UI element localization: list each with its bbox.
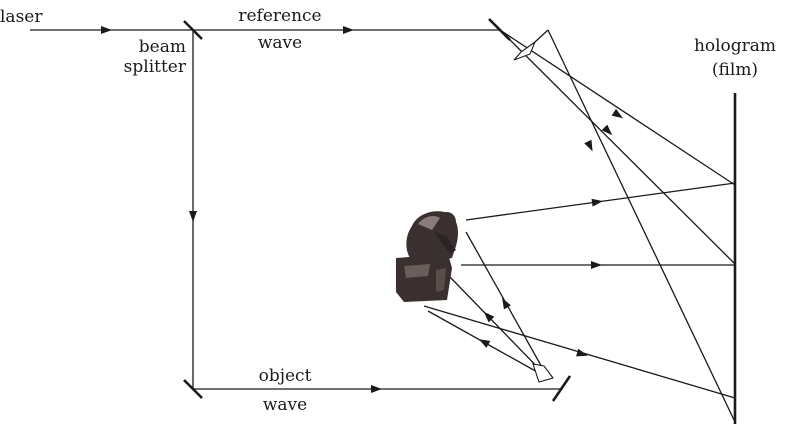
- hologram-label-line2: (film): [712, 60, 758, 80]
- arrow-illumination-2: [478, 339, 491, 348]
- arrow-object-right: [371, 385, 382, 393]
- beam-splitter-label-line2: splitter: [124, 57, 187, 77]
- laser-label: laser: [0, 7, 43, 27]
- reference-ray-upper: [499, 29, 736, 186]
- arrow-laser: [101, 26, 112, 34]
- arrow-object-ray-2: [591, 261, 602, 269]
- hologram-label-line1: hologram: [694, 36, 776, 56]
- object-illumination-ray-1: [448, 275, 549, 379]
- reference-ray-crossing: [547, 29, 736, 423]
- arrow-reference-crossing: [584, 139, 593, 152]
- arrow-object-down: [189, 211, 197, 222]
- upper-lens-icon: [513, 29, 549, 61]
- arrow-object-ray-1: [591, 198, 603, 207]
- arrow-illumination-1: [483, 311, 495, 323]
- reference-ray-lower: [499, 29, 736, 265]
- reference-wave-label-line1: reference: [238, 6, 321, 26]
- reference-mirror: [488, 18, 511, 41]
- object-wave-label-line1: object: [259, 366, 312, 386]
- arrow-illumination-3: [502, 297, 511, 310]
- arrow-reference: [343, 26, 354, 34]
- arrow-object-ray-3: [576, 348, 588, 357]
- arrow-reference-lower: [601, 124, 613, 136]
- object-mirror-right: [551, 375, 572, 402]
- beam-splitter-label-line1: beam: [139, 37, 186, 57]
- arrow-reference-upper: [611, 108, 624, 119]
- lower-lens-icon: [532, 363, 554, 383]
- reference-wave-label-line2: wave: [258, 33, 302, 53]
- object-wave-label-line2: wave: [263, 395, 307, 415]
- thinker-statue-icon: [396, 211, 458, 302]
- object-mirror-left: [183, 379, 203, 399]
- beam-splitter: [183, 20, 203, 40]
